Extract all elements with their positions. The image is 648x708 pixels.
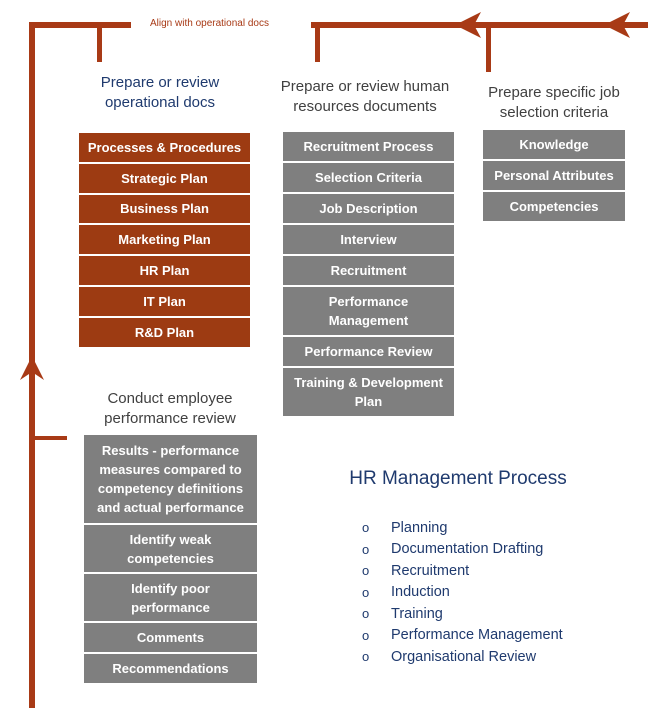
process-step: o Training	[362, 603, 563, 625]
performance-review-item: Comments	[84, 623, 257, 652]
drop-operational	[97, 28, 102, 62]
operational-title: Prepare or review operational docs	[100, 74, 220, 111]
hr-docs-item: Recruitment Process	[283, 132, 454, 161]
operational-item: R&D Plan	[79, 317, 250, 347]
bullet-icon: o	[362, 606, 370, 622]
process-step-label: Documentation Drafting	[391, 541, 544, 558]
hr-docs-item: Recruitment	[283, 256, 454, 285]
job-criteria-item: Competencies	[483, 192, 625, 221]
performance-review-item: Identify poor performance	[84, 574, 257, 621]
top-right-line	[311, 22, 648, 28]
performance-review-title: Conduct employee performance review	[104, 390, 236, 427]
bullet-icon: o	[362, 520, 370, 536]
arrowhead-left-1	[455, 12, 481, 38]
hr-docs-item: Performance Review	[283, 337, 454, 366]
process-step-label: Induction	[391, 584, 450, 601]
hr-docs-stack: Recruitment Process Selection Criteria J…	[283, 132, 454, 416]
process-title: HR Management Process	[349, 468, 567, 489]
process-step: o Induction	[362, 582, 563, 604]
hr-docs-item: Interview	[283, 225, 454, 254]
bullet-icon: o	[362, 563, 370, 579]
drop-hr-docs	[315, 28, 320, 62]
hr-docs-item: Selection Criteria	[283, 163, 454, 192]
hr-docs-item: Job Description	[283, 194, 454, 223]
process-step-label: Recruitment	[391, 562, 470, 579]
process-step: o Organisational Review	[362, 646, 563, 668]
performance-review-stack: Results - performance measures compared …	[84, 435, 257, 683]
process-step: o Recruitment	[362, 560, 563, 582]
hr-docs-title: Prepare or review human resources docume…	[280, 78, 450, 115]
process-step-label: Performance Management	[391, 627, 563, 644]
operational-item: HR Plan	[79, 256, 250, 285]
operational-item: Processes & Procedures	[79, 133, 250, 162]
job-criteria-stack: Knowledge Personal Attributes Competenci…	[483, 130, 625, 221]
job-criteria-item: Knowledge	[483, 130, 625, 159]
bullet-icon: o	[362, 649, 370, 665]
hr-docs-item: Training & Development Plan	[283, 368, 454, 416]
performance-review-item: Recommendations	[84, 654, 257, 683]
hr-docs-item: Performance Management	[283, 287, 454, 335]
bullet-icon: o	[362, 627, 370, 643]
branch-performance	[35, 436, 67, 440]
process-step: o Documentation Drafting	[362, 539, 563, 561]
performance-review-item: Identify weak competencies	[84, 525, 257, 572]
process-step-label: Planning	[391, 519, 448, 536]
job-criteria-title: Prepare specific job selection criteria	[488, 84, 620, 121]
process-step: o Planning	[362, 517, 563, 539]
process-step-label: Organisational Review	[391, 648, 537, 665]
operational-item: Strategic Plan	[79, 163, 250, 193]
performance-review-item: Results - performance measures compared …	[84, 435, 257, 523]
process-step: o Performance Management	[362, 625, 563, 647]
top-label: Align with operational docs	[150, 18, 269, 29]
job-criteria-item: Personal Attributes	[483, 161, 625, 190]
bullet-icon: o	[362, 541, 370, 557]
bullet-icon: o	[362, 584, 370, 600]
operational-item: Business Plan	[79, 194, 250, 224]
arrowhead-up	[20, 356, 44, 380]
operational-item: Marketing Plan	[79, 225, 250, 255]
drop-job-criteria	[486, 28, 491, 72]
process-step-label: Training	[391, 605, 443, 622]
top-left-line	[29, 22, 131, 28]
arrowhead-left-2	[604, 12, 630, 38]
operational-stack: Processes & Procedures Strategic Plan Bu…	[79, 133, 250, 347]
operational-item: IT Plan	[79, 286, 250, 316]
